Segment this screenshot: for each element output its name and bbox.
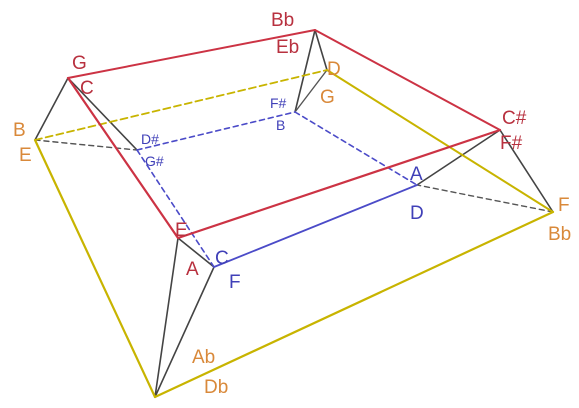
label-blue-right-upper: A: [410, 164, 423, 185]
label-yellow-right-upper: F: [558, 195, 570, 216]
blue-inner-loop: [136, 111, 418, 268]
strut-f: [416, 129, 501, 186]
strut-b: [67, 77, 138, 151]
label-yellow-left-upper: B: [13, 120, 26, 141]
label-blue-back-lower: B: [276, 117, 285, 133]
yellow-edge-left-back: [34, 69, 328, 141]
red-edge-left-back: [67, 29, 316, 79]
yellow-edge-bottom-left: [33, 138, 157, 399]
blue-edge-right-front: [213, 184, 418, 268]
red-edge-back-right: [314, 29, 501, 131]
label-yellow-back-lower: G: [320, 87, 335, 108]
blue-edge-back-right: [294, 111, 418, 186]
red-edge-right-front: [176, 128, 502, 240]
label-top-center-lower: Eb: [276, 37, 299, 58]
label-right-lower: F#: [500, 133, 523, 154]
blue-edge-front-left: [136, 149, 215, 268]
strut-l: [154, 266, 215, 398]
orange-labels: B E D G F Bb Ab Db: [13, 59, 571, 398]
label-yellow-right-lower: Bb: [548, 224, 571, 245]
label-front-lower: A: [186, 259, 199, 280]
blue-labels: D# G# F# B A D C F: [141, 95, 424, 293]
label-yellow-back-upper: D: [327, 59, 341, 80]
strut-g: [154, 237, 179, 398]
strut-c: [314, 29, 328, 71]
connector-edges: [34, 29, 554, 398]
label-front-upper: E: [175, 220, 188, 241]
red-labels: G C Bb Eb C# F# E A: [72, 10, 527, 280]
label-blue-back-upper: F#: [270, 95, 287, 111]
label-yellow-bottom-upper: Ab: [192, 347, 215, 368]
label-yellow-left-lower: E: [19, 145, 32, 166]
label-yellow-bottom-lower: Db: [204, 377, 228, 398]
label-blue-front-lower: F: [229, 272, 241, 293]
strut-a: [34, 77, 69, 141]
yellow-outer-loop: [33, 69, 555, 399]
strut-d: [294, 29, 316, 113]
red-edge-front-left: [66, 76, 180, 240]
label-blue-left-lower: G#: [145, 153, 164, 169]
label-top-left-upper: G: [72, 53, 87, 74]
label-top-center-upper: Bb: [271, 10, 294, 31]
yellow-edge-back-right: [326, 69, 554, 213]
label-blue-front-upper: C: [215, 248, 229, 269]
blue-edge-left-back: [136, 111, 296, 151]
strut-e: [499, 129, 554, 213]
yellow-edge-right-bottom: [153, 210, 555, 399]
label-blue-right-lower: D: [410, 203, 424, 224]
strut-k: [416, 184, 554, 213]
label-top-left-lower: C: [80, 78, 94, 99]
strut-h: [177, 237, 215, 268]
strut-j: [294, 69, 328, 113]
label-right-upper: C#: [502, 108, 527, 129]
red-top-loop: [66, 29, 502, 240]
strut-i: [34, 139, 138, 151]
label-blue-left-upper: D#: [141, 131, 159, 147]
